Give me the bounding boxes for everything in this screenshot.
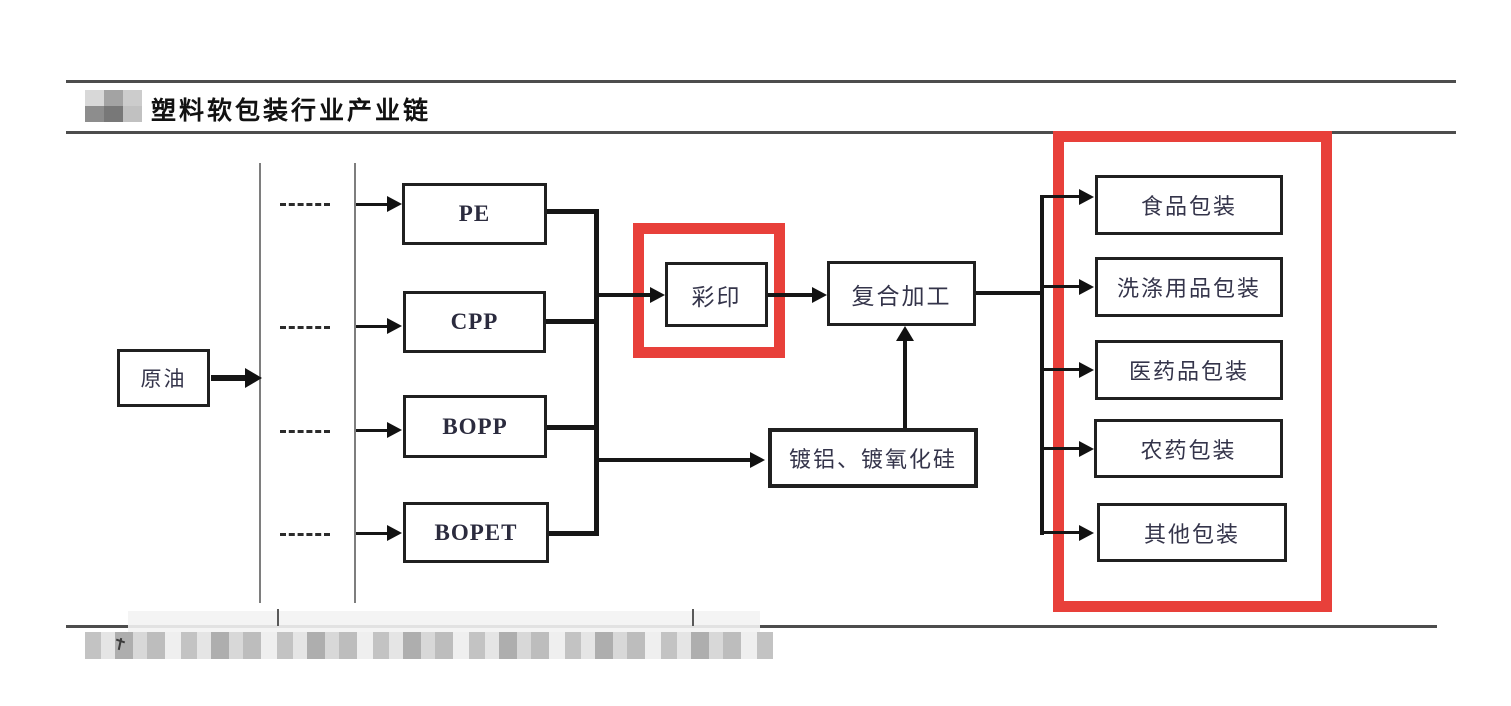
dashed-step-3 [280,430,330,433]
connector-rail-to-bopp [356,429,387,432]
page-title: 塑料软包装行业产业链 [151,96,432,125]
node-app-pesticide: 农药包装 [1094,419,1283,478]
artifact-mark [114,638,126,652]
printing-highlight-frame [633,223,785,358]
stub-cpp-to-collector [546,319,597,324]
arrowhead-right-icon [387,318,402,334]
arrowhead-right-icon [1079,189,1094,205]
stub-bopet-to-collector [549,531,597,536]
node-printing: 彩印 [665,262,768,327]
arrowhead-right-icon [387,196,402,212]
arrowhead-right-icon [1079,362,1094,378]
header-top-rule [66,80,1456,83]
header-bottom-rule [66,131,1456,134]
arrowhead-right-icon [1079,525,1094,541]
connector-lamination-to-distributor [976,291,1042,295]
branch-to-other [1042,531,1079,534]
arrowhead-right-icon [387,422,402,438]
arrowhead-right-icon [1079,279,1094,295]
dashed-step-2 [280,326,330,329]
connector-rail-to-cpp [356,325,387,328]
applications-highlight-frame [1053,131,1332,612]
arrowhead-right-icon [245,368,262,388]
node-coating: 镀铝、镀氧化硅 [768,428,978,488]
node-film-pe: PE [402,183,547,245]
connector-crude-to-rail [211,375,246,381]
connector-rail-to-bopet [356,532,387,535]
blur-wash [128,611,760,632]
node-app-other: 其他包装 [1097,503,1287,562]
artifact-tick [277,609,279,626]
dashed-step-1 [280,203,330,206]
connector-collector-to-coating [599,458,750,462]
branch-to-pesticide [1042,447,1079,450]
rail-right [354,163,356,603]
redacted-source-mosaic [85,632,773,659]
node-crude-oil: 原油 [117,349,210,407]
node-film-bopp: BOPP [403,395,547,458]
connector-rail-to-pe [356,203,387,206]
node-app-detergent: 洗涤用品包装 [1095,257,1283,317]
dashed-step-4 [280,533,330,536]
redacted-logo-mosaic-icon [85,90,142,122]
arrowhead-right-icon [387,525,402,541]
stub-pe-to-collector [547,209,597,214]
arrowhead-right-icon [650,287,665,303]
artifact-tick [692,609,694,626]
branch-to-food [1042,195,1079,198]
node-film-cpp: CPP [403,291,546,353]
node-film-bopet: BOPET [403,502,549,563]
branch-to-detergent [1042,285,1079,288]
node-app-pharma: 医药品包装 [1095,340,1283,400]
arrowhead-right-icon [750,452,765,468]
stub-bopp-to-collector [547,425,597,430]
connector-coating-to-lamination [903,340,907,428]
collector-rail [594,209,599,536]
node-app-food: 食品包装 [1095,175,1283,235]
arrowhead-right-icon [812,287,827,303]
branch-to-pharma [1042,368,1079,371]
connector-printing-to-lamination [768,293,812,297]
distributor-rail [1040,195,1044,535]
arrowhead-right-icon [1079,441,1094,457]
connector-collector-to-printing [599,293,650,297]
arrowhead-up-icon [896,326,914,341]
node-lamination: 复合加工 [827,261,976,326]
